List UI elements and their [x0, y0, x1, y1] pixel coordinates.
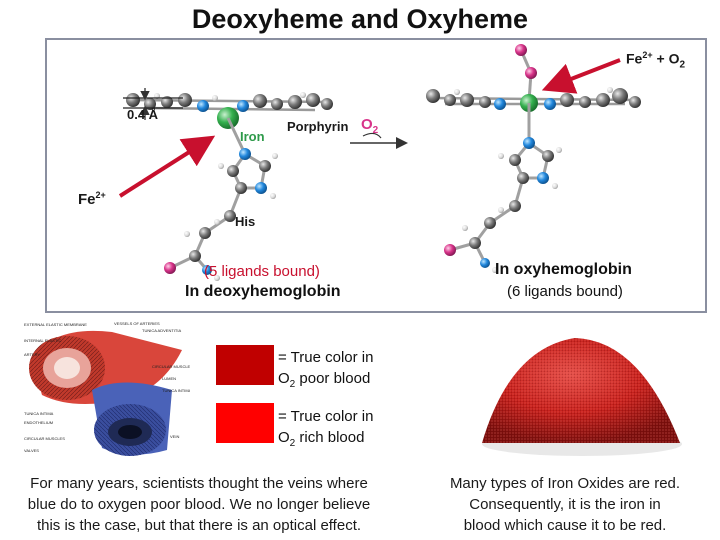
- deoxy-caption: In deoxyhemoglobin: [185, 283, 341, 300]
- iron-label: Iron: [240, 129, 265, 144]
- oxy-legend-o: O: [278, 429, 290, 446]
- vessel-label-0: EXTERNAL ELASTIC MEMBRANE: [24, 322, 87, 327]
- offset-label: 0.4 Å: [127, 107, 159, 122]
- left-paragraph: For many years, scientists thought the v…: [0, 473, 398, 536]
- o2-label-sub: 2: [372, 125, 379, 136]
- vessel-label-6: LUMEN: [162, 376, 176, 381]
- deoxy-porphyrin-atoms: [126, 92, 333, 112]
- deoxy-ligand-count: (5 ligands bound): [204, 263, 320, 280]
- deoxy-legend-line1: = True color in: [278, 349, 374, 366]
- fe-label-left-text: Fe: [78, 191, 96, 208]
- offset-bracket: [123, 88, 183, 120]
- fe-pointer-arrow-left: [118, 135, 216, 198]
- oxy-legend-rest: rich blood: [295, 429, 365, 446]
- left-paragraph-line1: For many years, scientists thought the v…: [30, 475, 368, 492]
- vessel-label-2: TUNICA ADVENTITIA: [142, 328, 181, 333]
- vessel-label-12: VALVES: [24, 448, 39, 453]
- vessel-label-1: VESSELS OF ARTERIES: [114, 321, 160, 326]
- o2-label-o: O: [361, 116, 373, 133]
- page-title: Deoxyheme and Oxyheme: [191, 4, 529, 34]
- iron-oxide-powder-image: [482, 338, 682, 456]
- bound-o2: [515, 44, 537, 102]
- oxy-color-swatch: [216, 403, 274, 443]
- deoxy-legend-sub: 2: [289, 379, 296, 390]
- left-paragraph-line2: blue do to oxygen poor blood. We no long…: [27, 496, 371, 513]
- artery-drawing: [29, 330, 182, 404]
- plus-o-label: + O: [656, 50, 680, 67]
- oxy-legend-sub: 2: [289, 438, 296, 449]
- fe-label-right-text: Fe: [626, 50, 643, 67]
- oxy-histidine: [449, 103, 550, 264]
- left-paragraph-line3: this is the case, but that there is an o…: [36, 517, 362, 534]
- right-paragraph-line1: Many types of Iron Oxides are red.: [449, 475, 681, 492]
- porphyrin-label: Porphyrin: [287, 119, 349, 134]
- vessel-label-3: INTERNAL ELASTIC: [24, 338, 62, 343]
- deoxy-histidine-atoms: [164, 148, 278, 281]
- oxy-ligand-count: (6 ligands bound): [507, 283, 623, 300]
- oxy-porphyrin-atoms: [426, 87, 641, 110]
- vessel-label-5: CIRCULAR MUSCLES: [152, 364, 190, 369]
- oxy-caption: In oxyhemoglobin: [495, 261, 632, 278]
- right-paragraph-line2: Consequently, it is the iron in: [469, 496, 661, 513]
- artery-vein-illustration: EXTERNAL ELASTIC MEMBRANE VESSELS OF ART…: [24, 321, 190, 456]
- deoxy-legend-rest: poor blood: [295, 370, 371, 387]
- vessel-labels: EXTERNAL ELASTIC MEMBRANE VESSELS OF ART…: [24, 321, 190, 453]
- vessel-label-7: TUNICA INTIMA: [162, 388, 190, 393]
- deoxy-color-swatch: [216, 345, 274, 385]
- deoxy-legend-o: O: [278, 370, 290, 387]
- oxy-legend-text: = True color in O2 rich blood: [278, 406, 373, 454]
- deoxy-legend-text: = True color in O2 poor blood: [278, 347, 373, 395]
- vessel-label-8: TUNICA INTIMA: [24, 411, 54, 416]
- fe-label-left: Fe2+: [78, 190, 106, 208]
- fe-o2-label-right: Fe2+ + O2: [626, 50, 685, 70]
- fe-label-left-sup: 2+: [95, 190, 106, 200]
- vessel-label-9: ENDOTHELIUM: [24, 420, 53, 425]
- plus-o-sub: 2: [679, 59, 686, 71]
- vessel-label-11: VEIN: [170, 434, 179, 439]
- vessel-label-10: CIRCULAR MUSCLES: [24, 436, 65, 441]
- oxy-legend-line1: = True color in: [278, 408, 374, 425]
- oxy-legend-line2: O2 rich blood: [278, 427, 373, 454]
- oxy-histidine-atoms: [444, 137, 562, 273]
- vein-drawing: [92, 382, 172, 456]
- right-paragraph-line3: blood which cause it to be red.: [463, 517, 667, 534]
- heme-molecule-diagram: [118, 44, 641, 281]
- fe-label-right-sup: 2+: [642, 50, 653, 60]
- deoxy-legend-line2: O2 poor blood: [278, 368, 373, 395]
- o2-label: O2: [361, 116, 378, 136]
- his-label: His: [235, 214, 256, 229]
- o2-curve-arrow: [362, 132, 382, 139]
- vessel-label-4: ARTERY: [24, 352, 40, 357]
- right-paragraph: Many types of Iron Oxides are red. Conse…: [420, 473, 710, 536]
- fe-pointer-arrow-right: [541, 58, 621, 94]
